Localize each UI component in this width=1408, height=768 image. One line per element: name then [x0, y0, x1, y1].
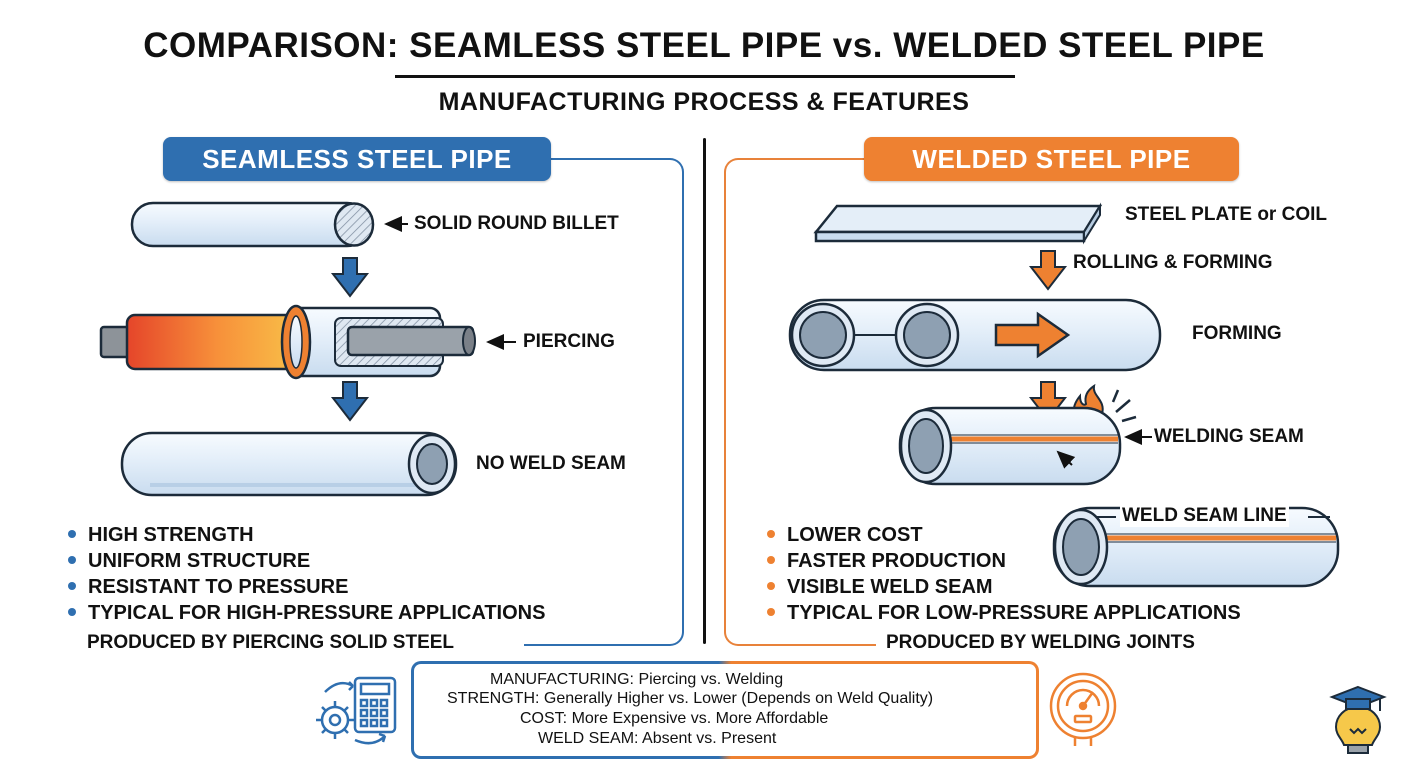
down-arrow-icon	[330, 257, 370, 298]
list-item: TYPICAL FOR LOW-PRESSURE APPLICATIONS	[767, 600, 1241, 626]
feature-text: HIGH STRENGTH	[88, 524, 254, 546]
bullet-icon	[767, 555, 775, 564]
bullet-icon	[68, 529, 76, 538]
weld-seam-line-label: WELD SEAM LINE	[1120, 505, 1289, 527]
seamless-produced-note: PRODUCED BY PIERCING SOLID STEEL	[87, 632, 455, 653]
welded-panel-frame	[724, 158, 876, 646]
no-weld-seam-label: NO WELD SEAM	[476, 453, 626, 474]
summary-cost: COST: More Expensive vs. More Affordable	[520, 710, 829, 727]
list-item: RESISTANT TO PRESSURE	[68, 574, 545, 600]
list-item: UNIFORM STRUCTURE	[68, 548, 545, 574]
bullet-icon	[68, 607, 76, 616]
list-item: VISIBLE WELD SEAM	[767, 574, 1241, 600]
summary-strength: STRENGTH: Generally Higher vs. Lower (De…	[447, 690, 934, 707]
seamless-pipe-graphic	[120, 431, 458, 497]
right-arrow-icon	[994, 311, 1071, 359]
welded-badge: WELDED STEEL PIPE	[864, 137, 1239, 181]
forming-rollers-graphic	[788, 298, 1162, 372]
feature-text: RESISTANT TO PRESSURE	[88, 576, 349, 598]
welded-produced-note: PRODUCED BY WELDING JOINTS	[886, 632, 1195, 653]
page-subtitle: MANUFACTURING PROCESS & FEATURES	[438, 88, 970, 116]
seamless-panel-frame	[524, 158, 684, 646]
feature-text: VISIBLE WELD SEAM	[787, 576, 993, 598]
list-item: LOWER COST	[767, 522, 1241, 548]
welded-feature-list: LOWER COST FASTER PRODUCTION VISIBLE WEL…	[767, 522, 1241, 626]
feature-text: LOWER COST	[787, 524, 923, 546]
page-title: COMPARISON: SEAMLESS STEEL PIPE vs. WELD…	[143, 26, 1265, 65]
weld-seam-line-pipe-graphic	[1052, 506, 1340, 588]
forming-label: FORMING	[1192, 323, 1282, 344]
welding-seam-label: WELDING SEAM	[1154, 426, 1304, 447]
summary-box	[411, 661, 1039, 759]
bullet-icon	[767, 607, 775, 616]
center-divider	[703, 138, 706, 644]
lightbulb-graduation-cap-icon	[1329, 685, 1387, 754]
feature-text: UNIFORM STRUCTURE	[88, 550, 311, 572]
piercing-label: PIERCING	[523, 331, 615, 352]
bullet-icon	[767, 581, 775, 590]
feature-text: TYPICAL FOR HIGH-PRESSURE APPLICATIONS	[88, 602, 546, 624]
bullet-icon	[68, 581, 76, 590]
list-item: TYPICAL FOR HIGH-PRESSURE APPLICATIONS	[68, 600, 545, 626]
summary-manufacturing: MANUFACTURING: Piercing vs. Welding	[490, 671, 784, 688]
list-item: FASTER PRODUCTION	[767, 548, 1241, 574]
solid-billet-graphic	[130, 201, 375, 248]
down-arrow-icon	[330, 381, 370, 422]
down-arrow-icon	[1028, 250, 1068, 291]
pressure-gauge-icon	[1049, 672, 1117, 746]
rolling-forming-label: ROLLING & FORMING	[1073, 252, 1273, 273]
piercing-graphic	[99, 304, 476, 380]
summary-weld-seam: WELD SEAM: Absent vs. Present	[538, 730, 777, 747]
seamless-feature-list: HIGH STRENGTH UNIFORM STRUCTURE RESISTAN…	[68, 522, 545, 626]
feature-text: TYPICAL FOR LOW-PRESSURE APPLICATIONS	[787, 602, 1241, 624]
welding-pipe-graphic	[898, 406, 1122, 486]
steel-plate-label: STEEL PLATE or COIL	[1125, 204, 1327, 225]
billet-label: SOLID ROUND BILLET	[414, 213, 619, 234]
title-underline	[395, 75, 1015, 78]
gear-calculator-icon	[316, 676, 397, 745]
welded-process-illustration	[788, 202, 1340, 588]
bullet-icon	[767, 529, 775, 538]
spark-icon	[1111, 389, 1137, 423]
list-item: HIGH STRENGTH	[68, 522, 545, 548]
seamless-badge: SEAMLESS STEEL PIPE	[163, 137, 551, 181]
seamless-process-illustration	[99, 201, 516, 497]
bullet-icon	[68, 555, 76, 564]
feature-text: FASTER PRODUCTION	[787, 550, 1006, 572]
steel-plate-graphic	[813, 202, 1103, 245]
